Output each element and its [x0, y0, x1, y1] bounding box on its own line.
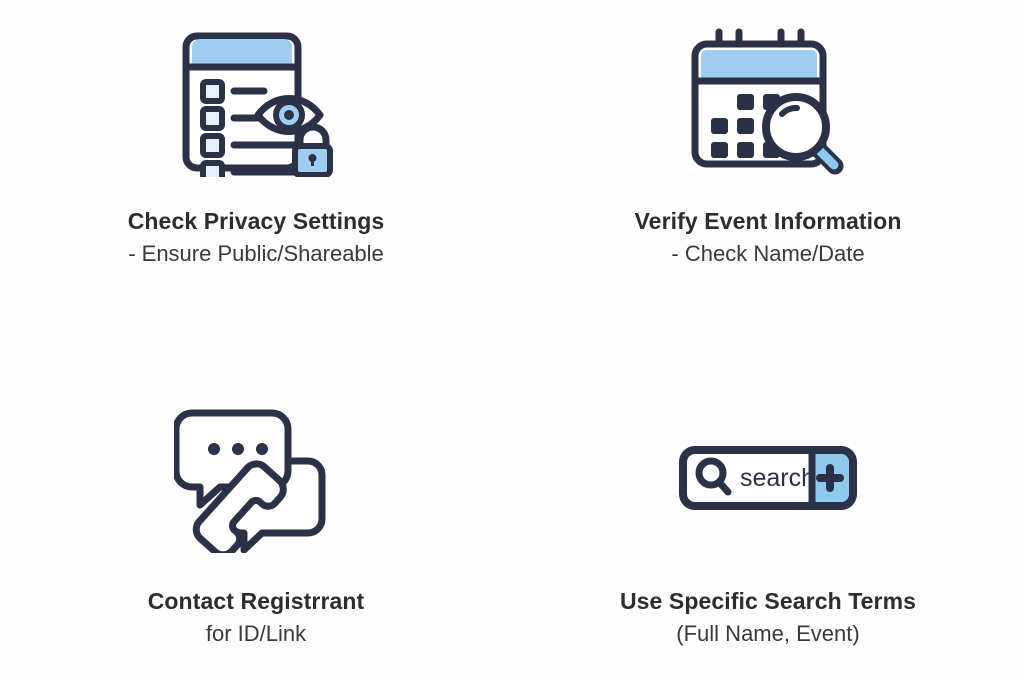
caption: Verify Event Information - Check Name/Da… [635, 208, 902, 267]
card-subtitle: - Check Name/Date [671, 241, 865, 267]
search-bar-svg[interactable]: search [678, 445, 858, 511]
eye-icon [254, 95, 324, 135]
caption: Check Privacy Settings - Ensure Public/S… [128, 208, 385, 267]
caption: Use Specific Search Terms (Full Name, Ev… [620, 588, 916, 647]
document-eye-unlock-icon [176, 22, 336, 182]
card-title: Use Specific Search Terms [619, 588, 917, 614]
card-title: Verify Event Information [634, 208, 902, 234]
caption: Contact Registrrant for ID/Link [148, 588, 365, 647]
checkbox-list [200, 79, 225, 177]
card-subtitle: for ID/Link [205, 621, 307, 647]
chat-phone-svg [173, 409, 325, 553]
calendar-search-svg [691, 28, 844, 175]
card-check-privacy-settings: Check Privacy Settings - Ensure Public/S… [0, 0, 512, 340]
search-bar-icon[interactable]: search [678, 398, 858, 558]
calendar-search-icon [683, 22, 853, 182]
card-subtitle: - Ensure Public/Shareable [128, 241, 384, 267]
open-padlock-icon [292, 123, 333, 177]
card-subtitle: (Full Name, Event) [676, 621, 860, 647]
plus-icon [816, 464, 844, 492]
card-contact-registrant: Contact Registrrant for ID/Link [0, 340, 512, 680]
search-icon [695, 457, 732, 496]
phone-handset-icon [192, 460, 287, 553]
card-specific-search-terms: search Use Specific Search Terms (Full N… [512, 340, 1024, 680]
magnifier-icon [762, 93, 844, 175]
card-verify-event-information: Verify Event Information - Check Name/Da… [512, 0, 1024, 340]
card-title: Contact Registrrant [147, 588, 365, 614]
document-eye-unlock-svg [182, 32, 333, 177]
chat-phone-icon [173, 398, 339, 558]
card-title: Check Privacy Settings [127, 208, 385, 234]
search-placeholder-text: search [740, 464, 815, 492]
